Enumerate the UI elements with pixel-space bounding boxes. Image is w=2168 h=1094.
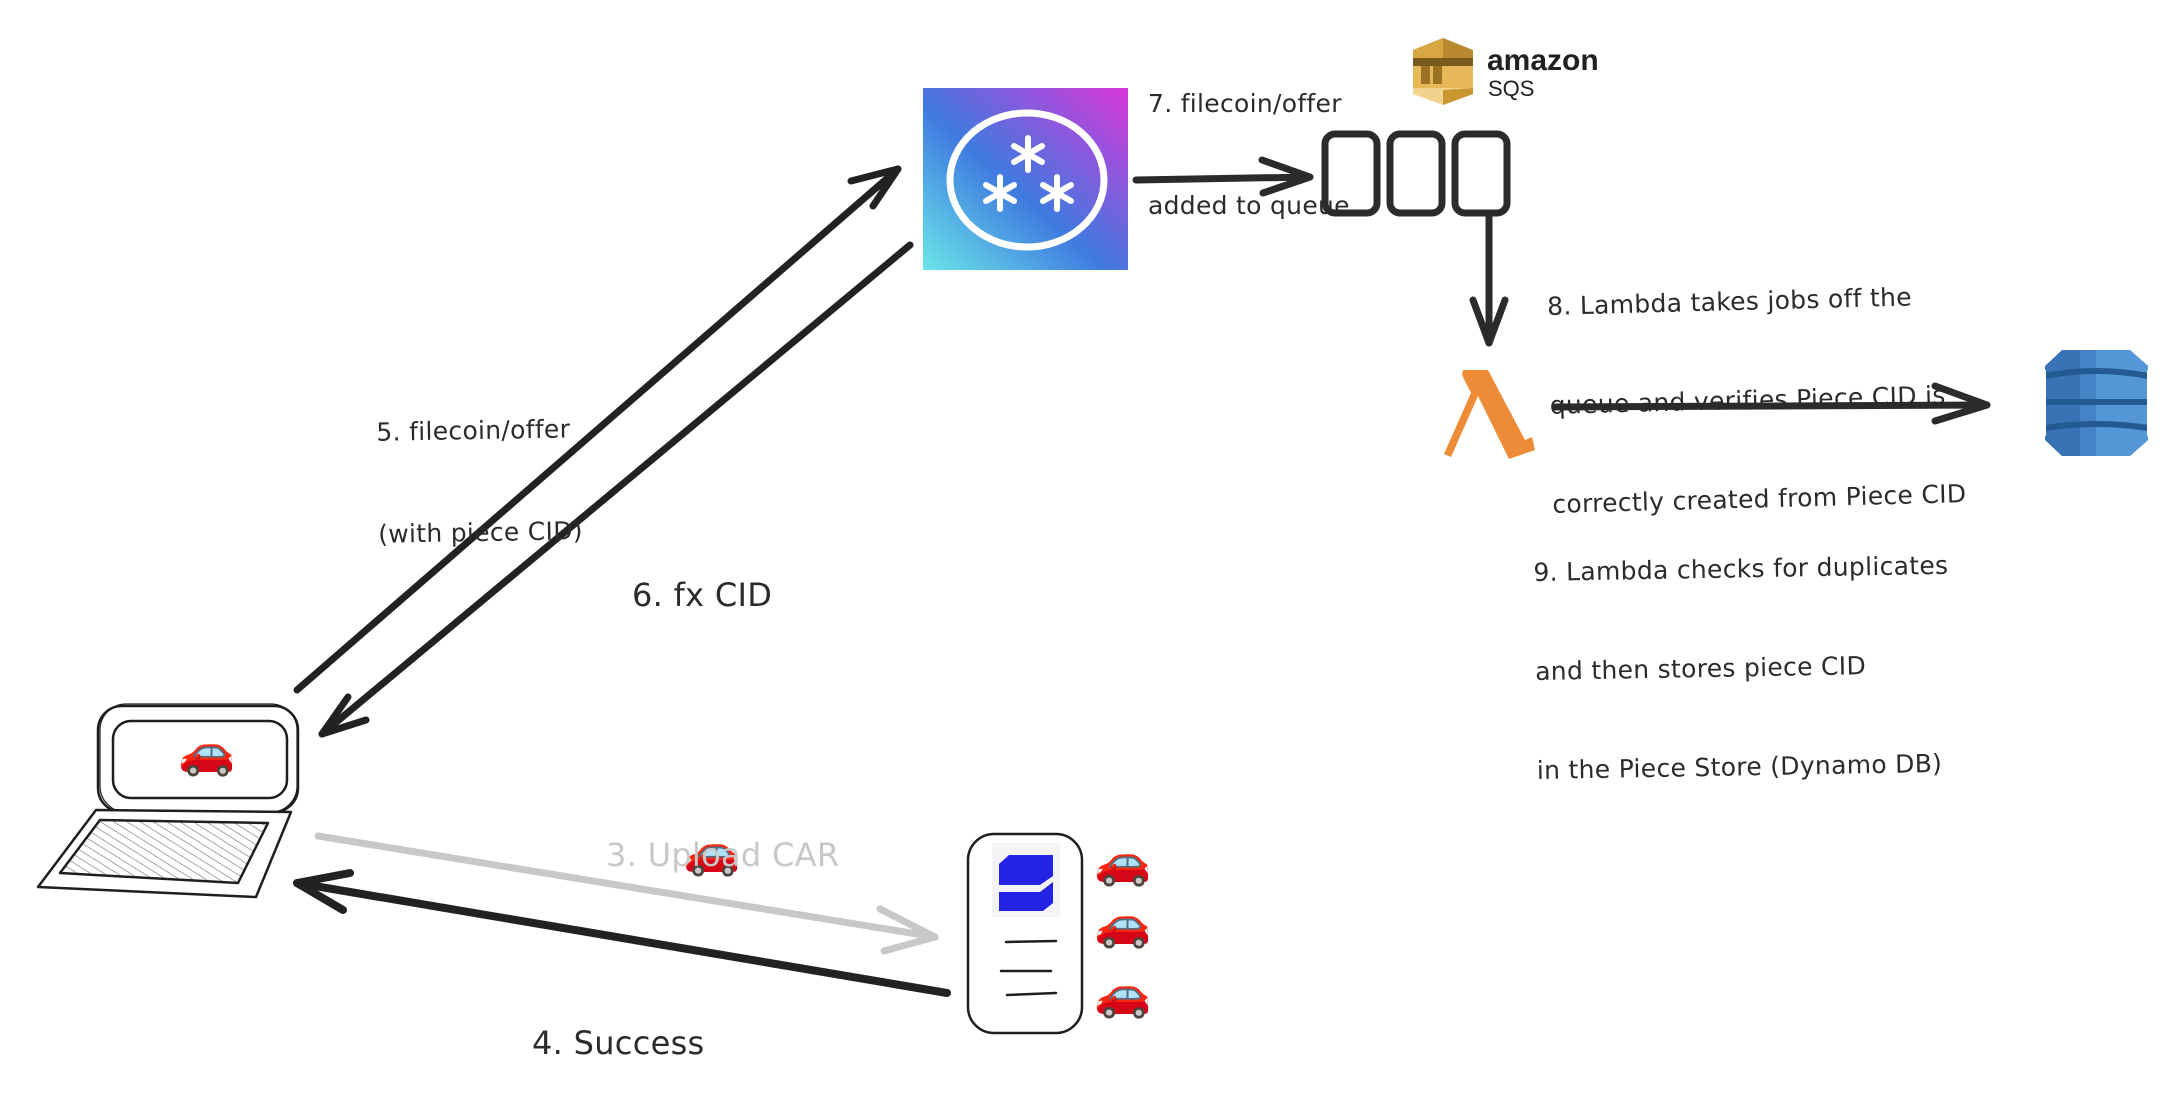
step-7-label: 7. filecoin/offer added to queue xyxy=(1148,89,1350,220)
arrow-step-3 xyxy=(314,832,939,955)
storage-service-node[interactable] xyxy=(966,832,1084,1035)
sqs-product-text: SQS xyxy=(1488,76,1535,101)
document-line-3 xyxy=(1005,991,1058,997)
arrow-step-6 xyxy=(318,241,914,738)
arrow-step-9 xyxy=(1552,382,1991,425)
queue-slot-1 xyxy=(1321,130,1381,217)
laptop-icon[interactable] xyxy=(36,703,300,899)
step-6-label: 6. fx CID xyxy=(632,576,773,614)
snowflake-icon xyxy=(983,135,1074,212)
queue-slot-3 xyxy=(1451,130,1511,217)
step-4-label: 4. Success xyxy=(532,1024,705,1062)
step-9-label: 9. Lambda checks for duplicates and then… xyxy=(1533,550,1949,785)
car-icon-stored-1: 🚗 xyxy=(1094,834,1152,888)
car-icon-laptop: 🚗 xyxy=(178,724,236,778)
sqs-brand-text: amazon xyxy=(1487,44,1599,77)
storage-logo-icon xyxy=(992,843,1060,917)
arrow-step-4 xyxy=(293,869,951,997)
queue-node[interactable] xyxy=(1321,130,1511,217)
queue-slot-2 xyxy=(1386,130,1446,217)
step-5-label: 5. filecoin/offer (with piece CID) xyxy=(376,414,584,549)
arrow-step-5 xyxy=(293,165,902,694)
dynamodb-icon[interactable] xyxy=(2041,350,2152,456)
lambda-icon[interactable] xyxy=(1444,370,1535,459)
filecoin-service-logo-icon[interactable] xyxy=(923,88,1128,270)
car-icon-stored-3: 🚗 xyxy=(1094,966,1152,1020)
arrow-step-8 xyxy=(1469,212,1509,347)
step-3-label: 3. Upload CAR xyxy=(606,836,840,874)
document-line-1 xyxy=(1004,939,1058,944)
car-icon-stored-2: 🚗 xyxy=(1094,896,1152,950)
car-icon-upload: 🚗 xyxy=(683,824,741,878)
arrow-step-7 xyxy=(1132,156,1314,197)
amazon-sqs-logo-icon xyxy=(1413,38,1473,105)
diagram-canvas xyxy=(36,38,2152,1035)
